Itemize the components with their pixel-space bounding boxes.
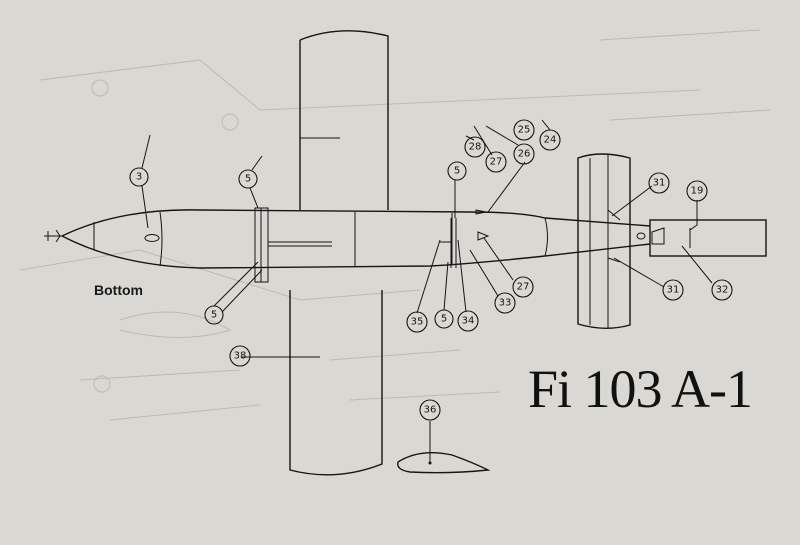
svg-text:3: 3 [136,172,142,183]
drawing-title: Fi 103 A-1 [528,359,753,419]
callout-32: 32 [711,279,733,301]
tail-section [577,153,767,329]
callout-25: 25 [513,119,535,141]
svg-text:28: 28 [469,142,482,153]
fuselage [44,209,651,269]
callout-5-aft-upper: 5 [447,161,467,181]
svg-text:36: 36 [424,405,437,416]
callout-31-lower: 31 [662,279,684,301]
view-label: Bottom [94,282,143,298]
callout-28: 28 [464,136,486,158]
wing-spar-fittings [254,207,457,283]
callout-36: 36 [419,399,441,421]
callout-26: 26 [513,143,535,165]
svg-text:26: 26 [518,149,531,160]
svg-text:32: 32 [716,285,729,296]
svg-text:35: 35 [411,317,424,328]
callout-3: 3 [129,167,149,187]
svg-text:5: 5 [454,166,460,177]
callout-35: 35 [406,311,428,333]
airfoil-section [397,452,491,474]
callout-31-upper: 31 [648,172,670,194]
callout-33: 33 [494,292,516,314]
svg-text:5: 5 [441,314,447,325]
svg-text:31: 31 [653,178,666,189]
main-wing [242,30,389,476]
svg-text:31: 31 [667,285,680,296]
svg-text:27: 27 [490,157,503,168]
svg-text:5: 5 [245,174,251,185]
svg-text:25: 25 [518,125,531,136]
show-through-ghost-lines [19,29,771,421]
callout-34: 34 [457,310,479,332]
svg-text:24: 24 [544,135,557,146]
svg-text:33: 33 [499,298,512,309]
callout-38: 38 [229,345,251,367]
callout-5-lower: 5 [204,305,224,325]
callout-5-forward-band: 5 [238,169,258,189]
callout-27-upper: 27 [485,151,507,173]
airfoil-point [428,461,432,465]
callout-24: 24 [539,129,561,151]
callout-27-lower: 27 [512,276,534,298]
callout-19: 19 [686,180,708,202]
svg-text:27: 27 [517,282,530,293]
svg-text:19: 19 [691,186,704,197]
svg-text:38: 38 [234,351,247,362]
svg-text:5: 5 [211,310,217,321]
svg-text:34: 34 [462,316,475,327]
leader-lines [141,119,713,462]
callout-5-aft-lower: 5 [434,309,454,329]
